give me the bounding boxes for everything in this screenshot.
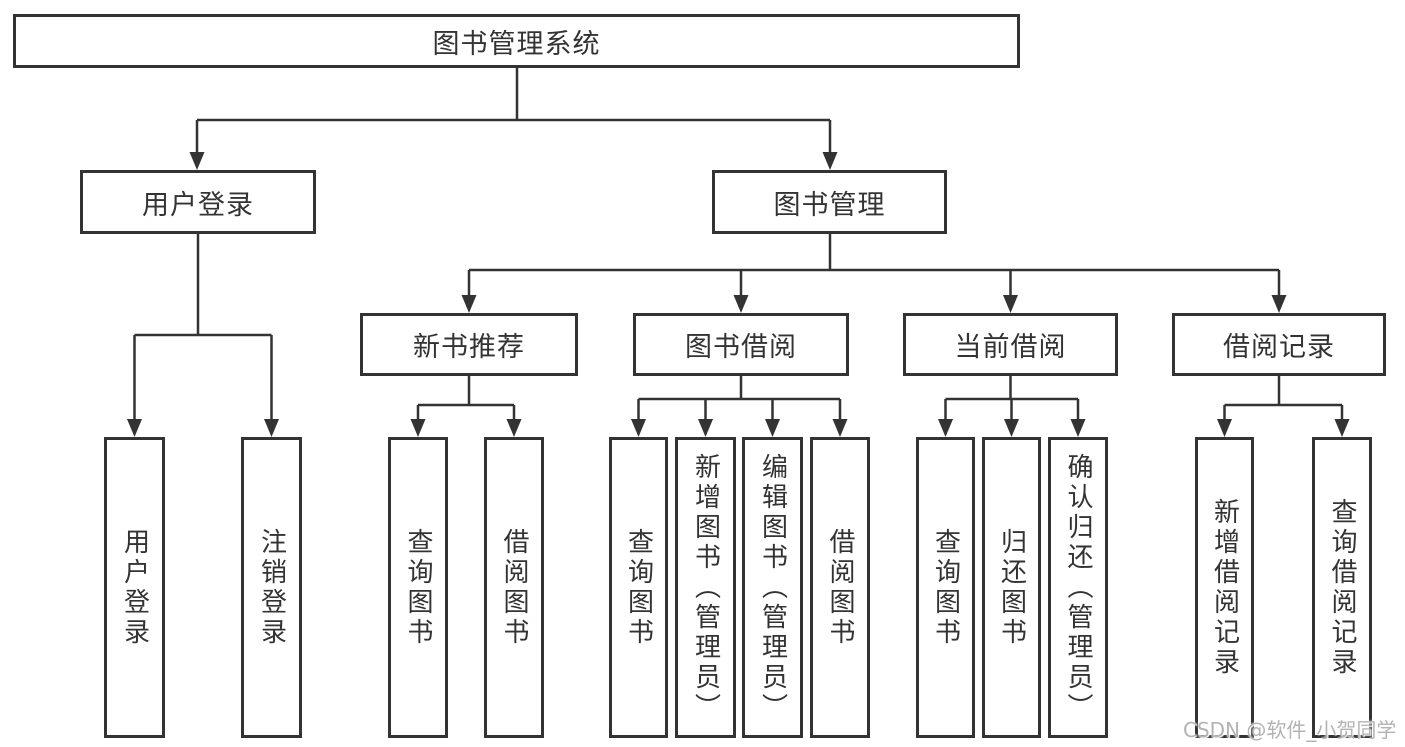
node-leaf-edit-book-admin: 编辑图书（管理员） bbox=[742, 437, 803, 738]
node-label: 查询图书 bbox=[930, 527, 961, 648]
node-label: 图书借阅 bbox=[685, 332, 797, 363]
node-leaf-query-books-recommend: 查询图书 bbox=[388, 437, 448, 738]
node-leaf-confirm-return-admin: 确认归还（管理员） bbox=[1048, 437, 1108, 738]
node-label: 图书管理 bbox=[773, 189, 886, 221]
node-label: 图书管理系统 bbox=[432, 28, 601, 60]
node-label: 借阅图书 bbox=[825, 527, 855, 648]
node-book-borrowing: 图书借阅 bbox=[633, 313, 849, 376]
node-leaf-borrow-books-recommend: 借阅图书 bbox=[484, 437, 544, 738]
node-leaf-logout: 注销登录 bbox=[241, 437, 302, 738]
node-book-management-branch: 图书管理 bbox=[712, 170, 947, 234]
node-label: 编辑图书（管理员） bbox=[757, 452, 788, 723]
node-label: 新增图书（管理员） bbox=[690, 452, 721, 723]
node-library-management-system: 图书管理系统 bbox=[13, 14, 1020, 68]
node-label: 新书推荐 bbox=[413, 332, 525, 363]
node-label: 查询借阅记录 bbox=[1327, 497, 1357, 678]
node-label: 借阅图书 bbox=[499, 527, 529, 648]
node-label: 注销登录 bbox=[256, 527, 287, 648]
node-label: 确认归还（管理员） bbox=[1063, 452, 1093, 723]
node-label: 新增借阅记录 bbox=[1209, 497, 1240, 678]
node-label: 用户登录 bbox=[119, 527, 150, 648]
arrowheads bbox=[127, 152, 1350, 437]
node-user-login-branch: 用户登录 bbox=[80, 170, 316, 234]
node-leaf-return-book: 归还图书 bbox=[982, 437, 1041, 738]
node-label: 借阅记录 bbox=[1223, 332, 1335, 363]
node-leaf-borrow-books-borrowing: 借阅图书 bbox=[810, 437, 870, 738]
watermark-text: CSDN @软件_小贺同学 bbox=[1183, 718, 1397, 742]
node-label: 查询图书 bbox=[623, 527, 654, 648]
node-label: 用户登录 bbox=[142, 189, 254, 221]
node-label: 当前借阅 bbox=[954, 332, 1067, 363]
node-leaf-user-login: 用户登录 bbox=[104, 437, 165, 738]
node-new-book-recommendation: 新书推荐 bbox=[360, 313, 578, 376]
node-leaf-query-books-borrowing: 查询图书 bbox=[609, 437, 668, 738]
node-label: 查询图书 bbox=[403, 527, 433, 648]
node-leaf-query-books-current: 查询图书 bbox=[916, 437, 975, 738]
node-leaf-add-book-admin: 新增图书（管理员） bbox=[675, 437, 736, 738]
node-label: 归还图书 bbox=[996, 527, 1027, 648]
node-leaf-query-borrow-record: 查询借阅记录 bbox=[1312, 437, 1372, 738]
node-leaf-add-borrow-record: 新增借阅记录 bbox=[1195, 437, 1254, 738]
node-current-borrowing: 当前借阅 bbox=[903, 313, 1118, 376]
node-borrowing-records: 借阅记录 bbox=[1172, 313, 1386, 376]
